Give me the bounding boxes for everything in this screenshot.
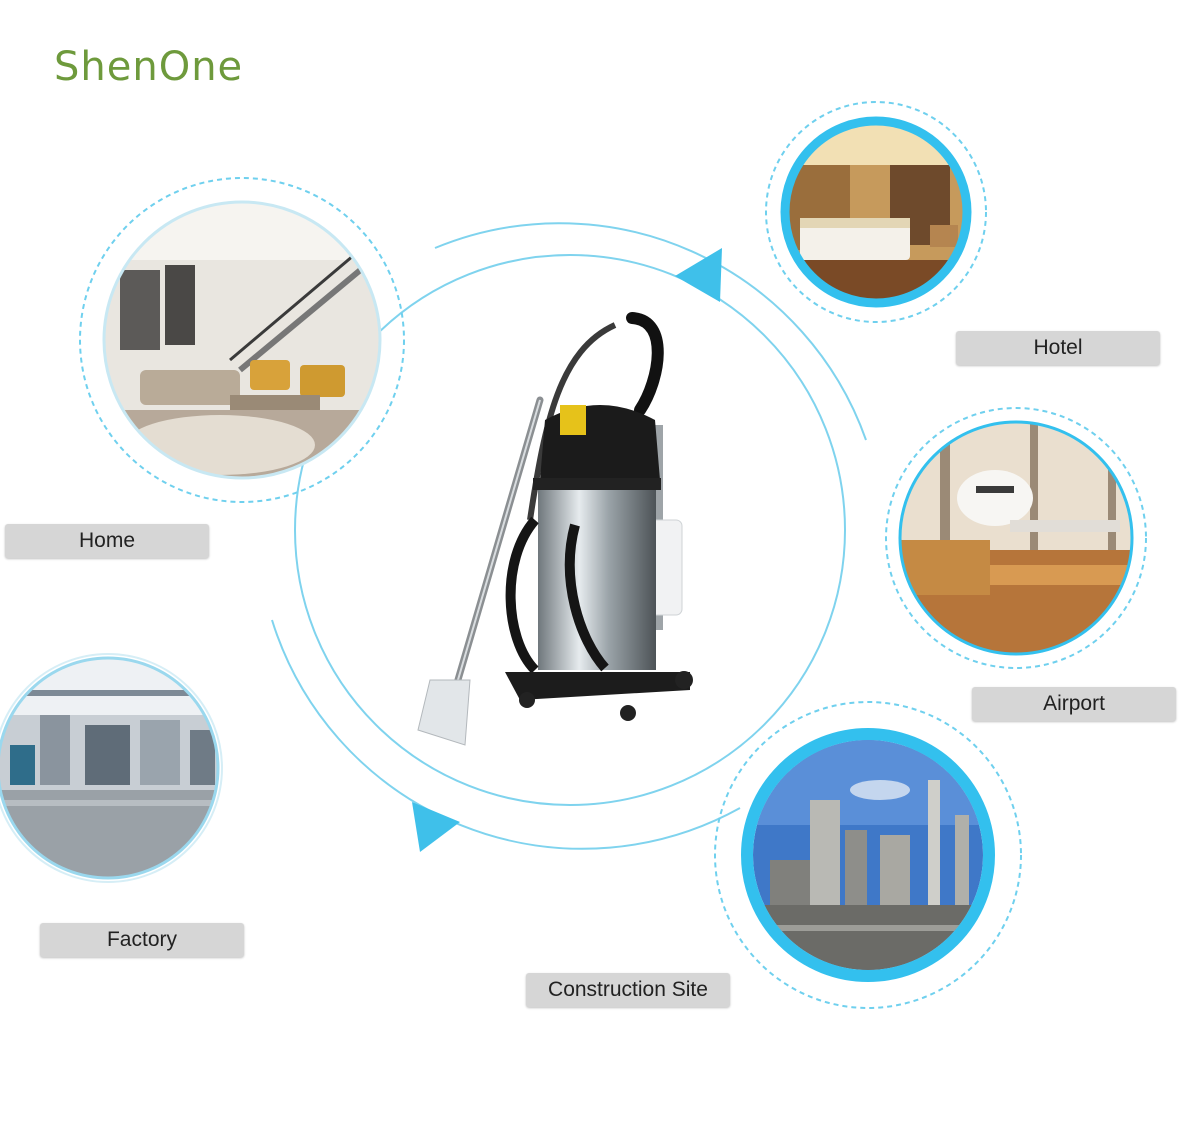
airport-photo [885, 407, 1147, 669]
label-hotel: Hotel [956, 331, 1160, 365]
label-home: Home [5, 524, 209, 558]
home-photo [79, 177, 405, 503]
label-construction-site: Construction Site [526, 973, 730, 1007]
construction-photo [714, 701, 1022, 1009]
cycle-rings [271, 222, 867, 850]
factory-photo [0, 653, 223, 883]
hotel-photo [765, 101, 987, 323]
arrow-bottom-icon [412, 802, 460, 852]
carpet-extractor-vacuum-icon [417, 312, 693, 746]
brand-logo: ShenOne [54, 44, 244, 90]
arrow-top-icon [675, 248, 722, 302]
label-airport: Airport [972, 687, 1176, 721]
label-factory: Factory [40, 923, 244, 957]
